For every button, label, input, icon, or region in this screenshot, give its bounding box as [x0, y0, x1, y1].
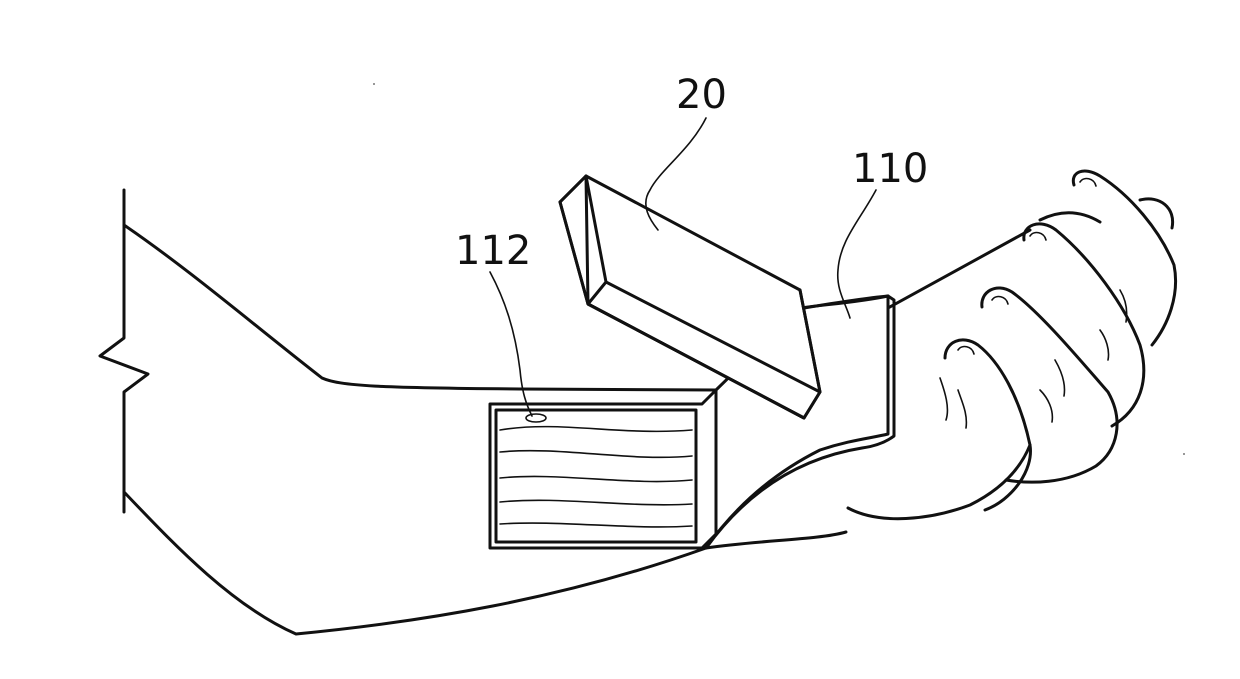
scan-dot: [373, 83, 375, 85]
scan-dot: [1183, 453, 1185, 455]
device-20: [560, 176, 820, 418]
fingertip: [1140, 199, 1173, 228]
leader-line-112: [490, 272, 532, 416]
middle-finger: [1024, 224, 1144, 426]
ring-finger: [1040, 213, 1100, 222]
label-device: 20: [676, 72, 727, 118]
sensor-112: [490, 390, 716, 548]
pinky-finger: [1073, 171, 1175, 345]
thumb: [945, 340, 1030, 510]
forearm-lower-edge: [124, 492, 846, 634]
device-top-face: [560, 176, 820, 418]
hand-back-edge: [888, 230, 1030, 308]
sensor-frame: [490, 390, 716, 548]
nail-marks: [958, 179, 1096, 354]
hand: [848, 171, 1176, 519]
index-finger: [982, 288, 1117, 482]
palm-outline: [848, 445, 1030, 519]
label-sensor: 112: [455, 228, 531, 274]
label-band: 110: [852, 146, 928, 192]
